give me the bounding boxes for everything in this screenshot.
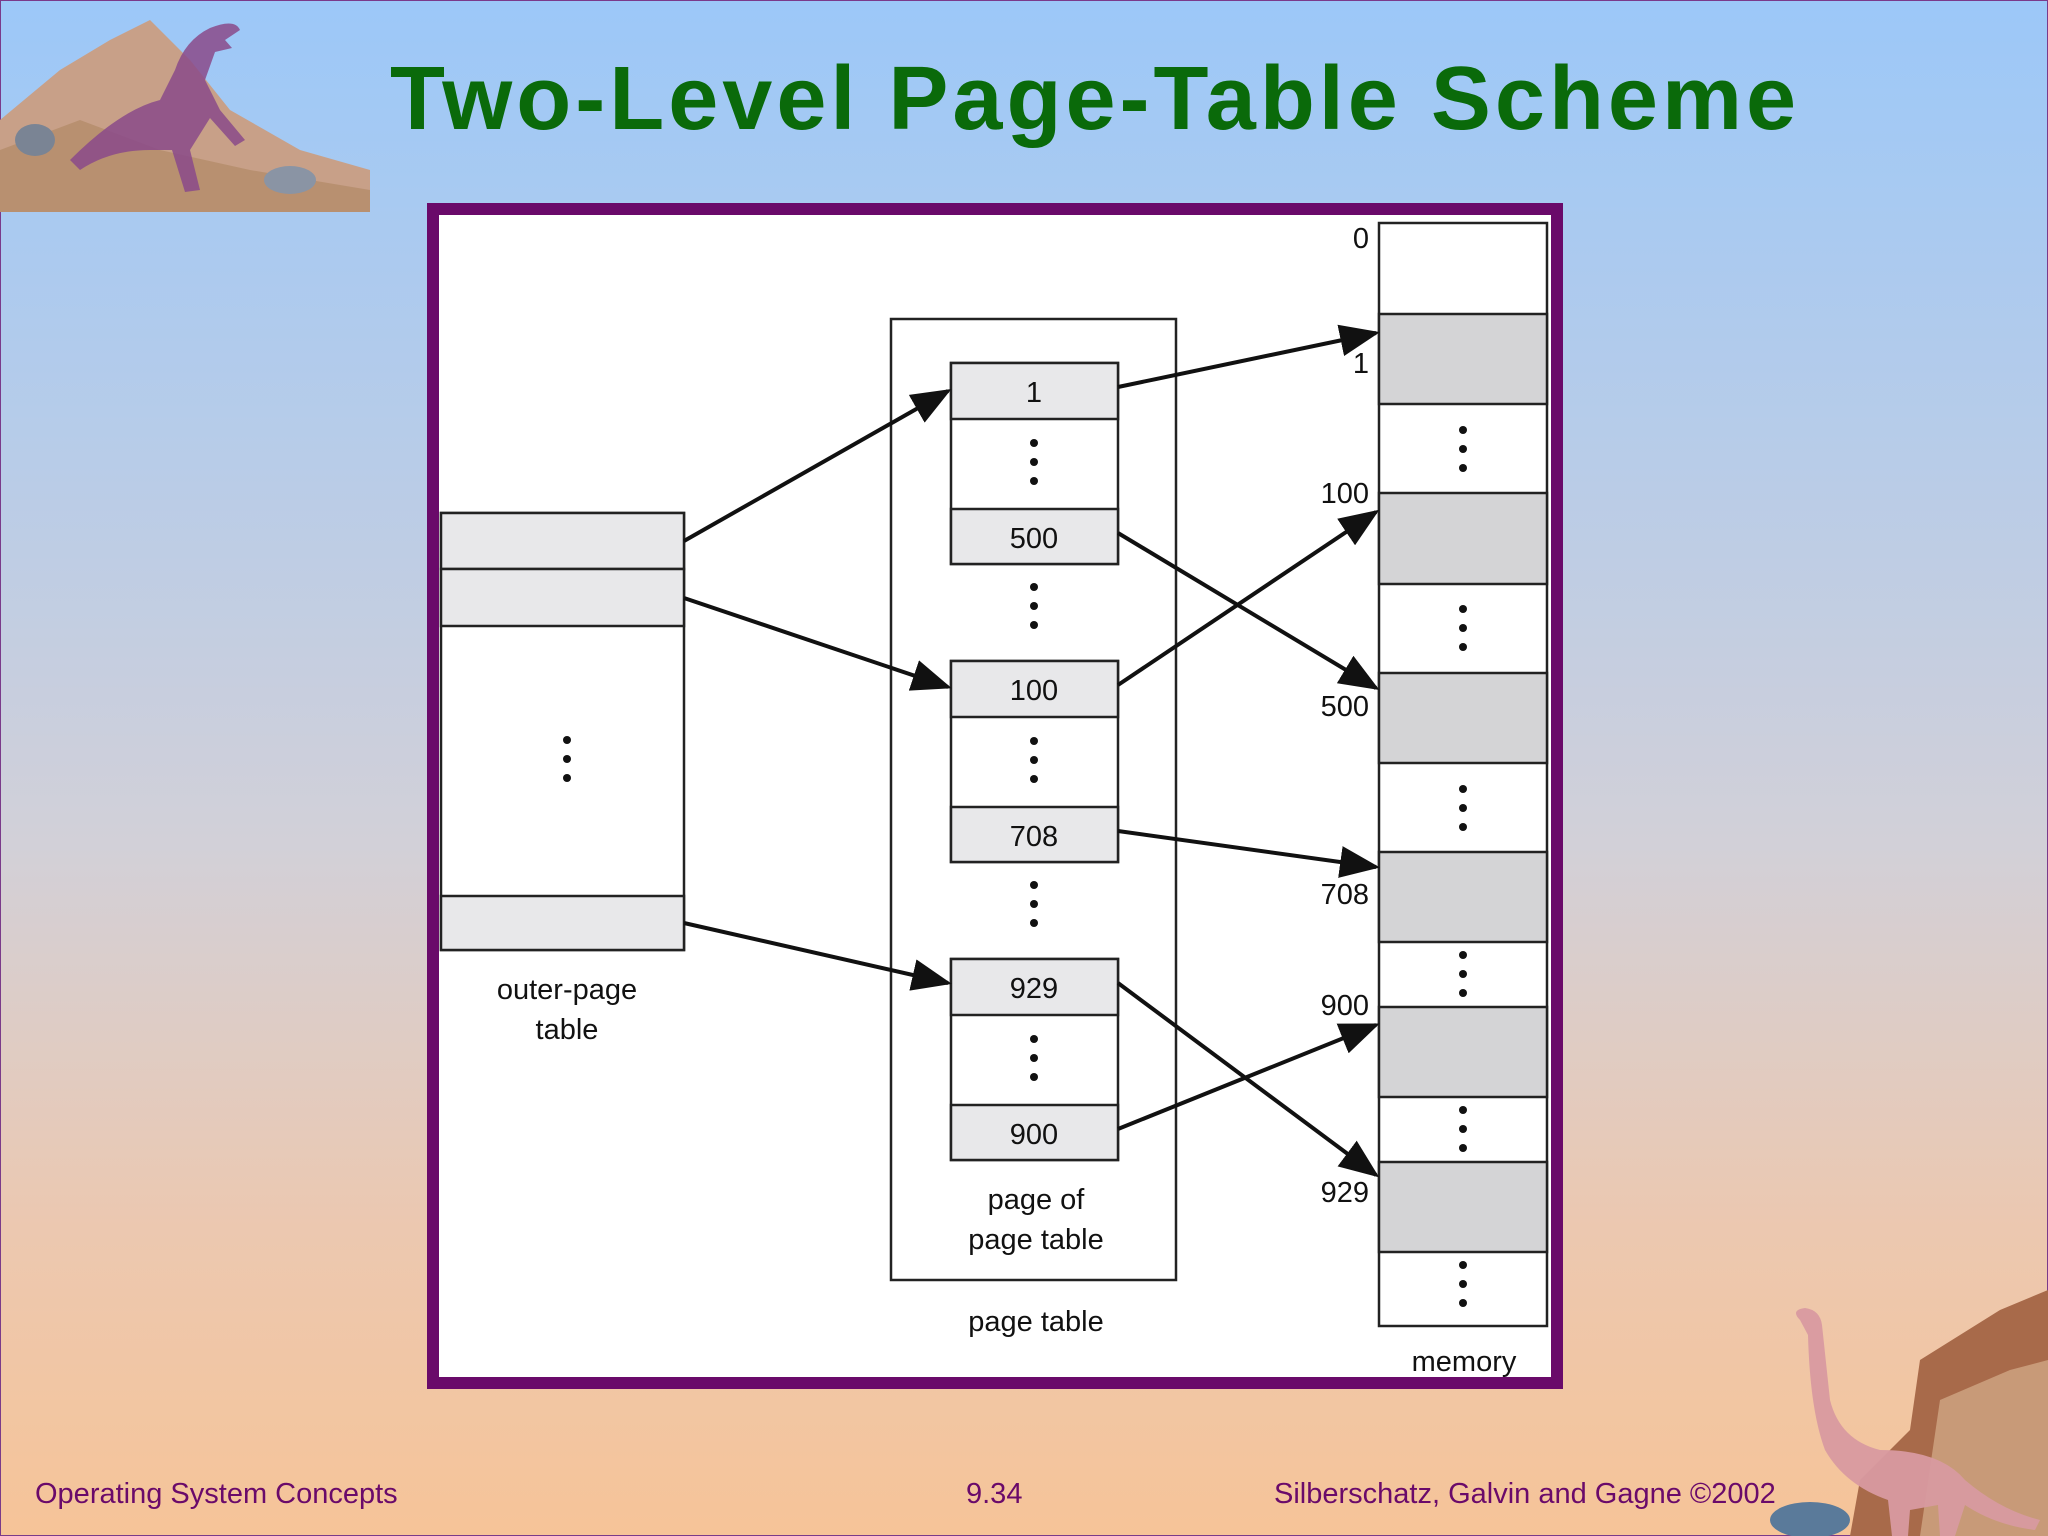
entry-value: 1 [1026, 377, 1042, 409]
memory-address-label: 500 [1321, 691, 1369, 723]
page-table-entry [949, 507, 1120, 566]
arrows [683, 324, 1380, 1178]
arrow [1117, 829, 1380, 878]
page-table-frame [889, 317, 1178, 1282]
page-table-page: 1 500 [949, 361, 1120, 566]
arrow [1116, 531, 1380, 691]
entry-value: 929 [1010, 973, 1058, 1005]
page-table-entry [949, 1103, 1120, 1162]
page-table-entry [949, 957, 1120, 1017]
entry-value: 708 [1010, 821, 1058, 853]
page-table-entry [949, 659, 1120, 719]
slide-title: Two-Level Page-Table Scheme [390, 49, 1801, 149]
ellipsis-dots [563, 736, 571, 782]
figure-frame: outer-page table 1 500 [427, 203, 1563, 1389]
page-table-entry [949, 805, 1120, 864]
page-of-table-label-line2: page table [968, 1224, 1103, 1256]
outer-table-label-line2: table [536, 1014, 599, 1046]
entry-value: 100 [1010, 675, 1058, 707]
outer-table-entry [439, 567, 686, 628]
trex-decoration [0, 20, 370, 212]
memory-frame-block [1377, 671, 1549, 765]
memory-frame-block [1377, 1005, 1549, 1099]
arrow [683, 389, 952, 543]
page-table-page: 100 708 [949, 659, 1120, 864]
memory-address-label: 1 [1353, 348, 1369, 380]
memory: 0 1 100 500 708 900 929 memory [1321, 221, 1549, 1378]
memory-address-label: 100 [1321, 478, 1369, 510]
outer-table-label-line1: outer-page [497, 974, 637, 1006]
footer-course-title: Operating System Concepts [35, 1478, 398, 1510]
figure-canvas: outer-page table 1 500 [439, 215, 1551, 1378]
memory-frame-block [1377, 491, 1549, 586]
memory-frame-block [1377, 1160, 1549, 1254]
arrow [1117, 1023, 1380, 1131]
memory-frame [1377, 221, 1549, 1328]
ellipsis-dots [1030, 583, 1038, 629]
entry-value: 500 [1010, 523, 1058, 555]
ellipsis-dots [1030, 737, 1038, 783]
footer-copyright: Silberschatz, Galvin and Gagne ©2002 [1274, 1478, 1776, 1510]
ellipsis-dots [1030, 439, 1038, 485]
memory-address-label: 900 [1321, 990, 1369, 1022]
page-table: 1 500 100 708 [889, 317, 1178, 1338]
memory-address-label: 929 [1321, 1177, 1369, 1209]
memory-label: memory [1412, 1346, 1517, 1377]
arrow [1116, 509, 1380, 687]
memory-frame-block [1377, 850, 1549, 944]
page-table-label: page table [968, 1306, 1103, 1338]
ellipsis-dots [1030, 881, 1038, 927]
ellipsis-dots [1459, 426, 1467, 1307]
outer-page-table: outer-page table [439, 511, 686, 1046]
page-of-table-label-line1: page of [988, 1184, 1086, 1216]
outer-table-entry [439, 894, 686, 952]
footer-slide-number: 9.34 [966, 1478, 1023, 1510]
arrow [1117, 324, 1380, 389]
outer-table-entry [439, 511, 686, 571]
memory-address-label: 0 [1353, 223, 1369, 255]
arrow [683, 596, 952, 691]
ellipsis-dots [1030, 1035, 1038, 1081]
memory-address-label: 708 [1321, 879, 1369, 911]
two-level-page-table-diagram: outer-page table 1 500 [439, 221, 1549, 1378]
page-table-page: 929 900 [949, 957, 1120, 1162]
page-table-entry [949, 361, 1120, 421]
brontosaurus-decoration [1770, 1290, 2048, 1536]
arrow [683, 921, 952, 991]
memory-frame-block [1377, 312, 1549, 406]
entry-value: 900 [1010, 1119, 1058, 1151]
